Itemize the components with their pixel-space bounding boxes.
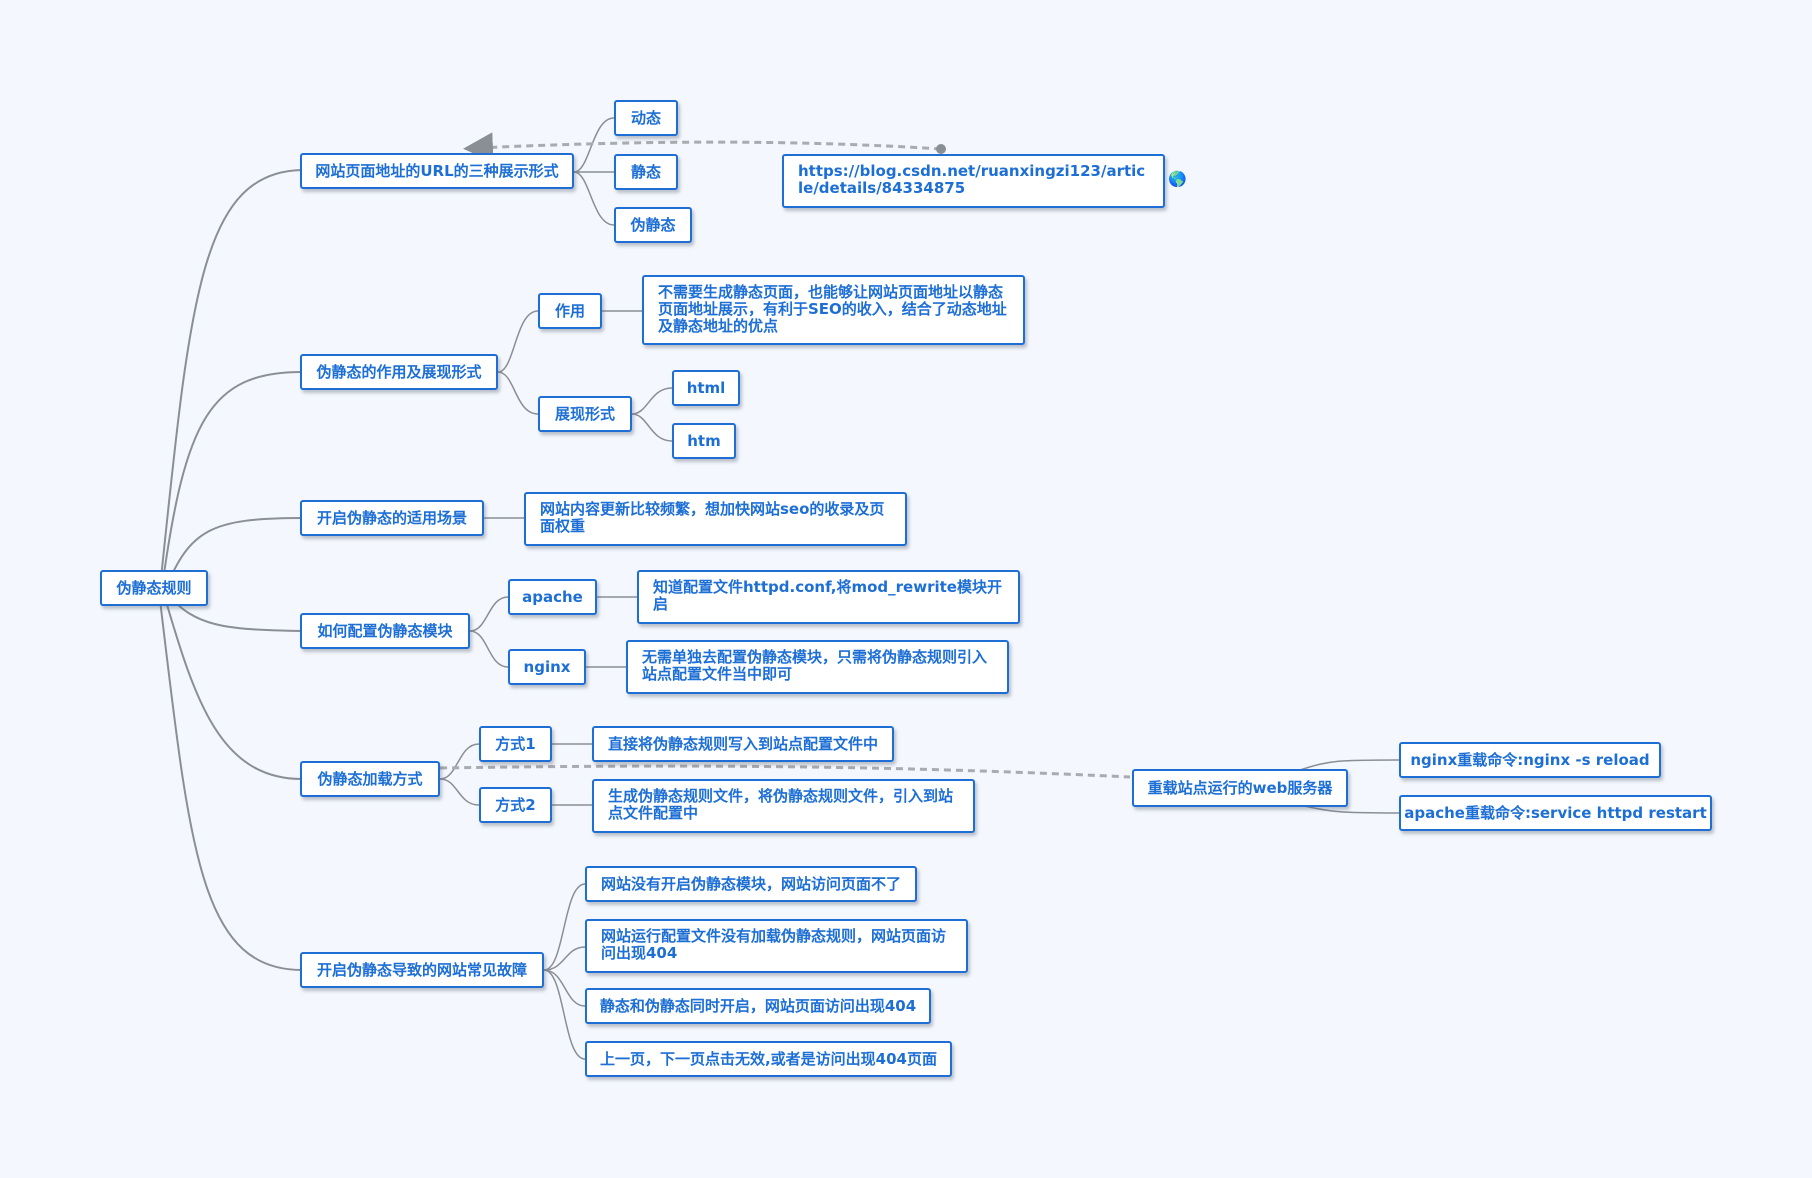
link-root-faults (159, 599, 303, 971)
topic-pseudo-static[interactable]: 伪静态 (614, 207, 692, 243)
topic-htm[interactable]: htm (672, 423, 736, 459)
link-role-effect (497, 310, 539, 373)
topic-role[interactable]: 伪静态的作用及展现形式 (300, 354, 498, 390)
topic-apache-reload[interactable]: apache重载命令:service httpd restart (1399, 795, 1712, 831)
root-node[interactable]: 伪静态规则 (100, 570, 208, 606)
topic-scenario-detail[interactable]: 网站内容更新比较频繁，想加快网站seo的收录及页面权重 (524, 492, 907, 546)
topic-nginx[interactable]: nginx (508, 649, 586, 685)
topic-apache-detail[interactable]: 知道配置文件httpd.conf,将mod_rewrite模块开启 (637, 570, 1020, 624)
topic-static[interactable]: 静态 (614, 154, 678, 190)
topic-dynamic[interactable]: 动态 (614, 100, 678, 136)
link-root-role (161, 371, 303, 589)
link-reload-nginx (1299, 759, 1401, 771)
topic-reload-server[interactable]: 重载站点运行的web服务器 (1132, 769, 1348, 807)
link-faults-3 (543, 969, 586, 1007)
link-root-loading (164, 597, 303, 780)
topic-html[interactable]: html (672, 370, 740, 406)
topic-way2-detail[interactable]: 生成伪静态规则文件，将伪静态规则文件，引入到站点文件配置中 (592, 779, 975, 833)
topic-apache[interactable]: apache (508, 579, 597, 615)
link-forms-htm (631, 413, 673, 442)
link-config-nginx (469, 630, 509, 668)
topic-way1[interactable]: 方式1 (479, 726, 552, 762)
link-loading-way1 (439, 743, 480, 780)
topic-fault-2[interactable]: 网站运行配置文件没有加载伪静态规则，网站页面访问出现404 (585, 919, 968, 973)
link-node[interactable]: https://blog.csdn.net/ruanxingzi123/arti… (782, 154, 1165, 208)
relationship-link-url (463, 132, 942, 163)
link-config-apache (469, 596, 509, 632)
topic-fault-3[interactable]: 静态和伪静态同时开启，网站页面访问出现404 (585, 988, 931, 1024)
link-role-forms (497, 371, 539, 415)
relationship-link-dot (936, 144, 946, 154)
topic-fault-1[interactable]: 网站没有开启伪静态模块，网站访问页面不了 (585, 866, 917, 902)
topic-way2[interactable]: 方式2 (479, 787, 552, 823)
topic-config[interactable]: 如何配置伪静态模块 (300, 613, 470, 649)
topic-scenario[interactable]: 开启伪静态的适用场景 (300, 500, 484, 536)
link-url-pseudo (573, 171, 615, 226)
topic-faults[interactable]: 开启伪静态导致的网站常见故障 (300, 952, 544, 988)
topic-display-forms[interactable]: 展现形式 (538, 396, 632, 432)
relationship-reload (439, 764, 1131, 779)
topic-nginx-detail[interactable]: 无需单独去配置伪静态模块，只需将伪静态规则引入站点配置文件当中即可 (626, 640, 1009, 694)
topic-effect[interactable]: 作用 (538, 293, 602, 329)
topic-effect-detail[interactable]: 不需要生成静态页面，也能够让网站页面地址以静态页面地址展示，有利于SEO的收入，… (642, 275, 1025, 345)
topic-nginx-reload[interactable]: nginx重载命令:nginx -s reload (1399, 742, 1661, 778)
link-faults-2 (543, 946, 586, 971)
link-loading-way2 (439, 778, 480, 806)
topic-loading[interactable]: 伪静态加载方式 (300, 761, 440, 797)
link-forms-html (631, 387, 673, 415)
topic-way1-detail[interactable]: 直接将伪静态规则写入到站点配置文件中 (592, 726, 894, 762)
topic-url-forms[interactable]: 网站页面地址的URL的三种展示形式 (300, 153, 574, 189)
topic-fault-4[interactable]: 上一页，下一页点击无效,或者是访问出现404页面 (585, 1041, 952, 1077)
globe-icon[interactable]: 🌎 (1168, 170, 1187, 188)
link-root-url-forms (159, 169, 303, 589)
link-faults-4 (543, 969, 586, 1060)
link-faults-1 (543, 883, 586, 971)
link-reload-apache (1299, 804, 1401, 814)
